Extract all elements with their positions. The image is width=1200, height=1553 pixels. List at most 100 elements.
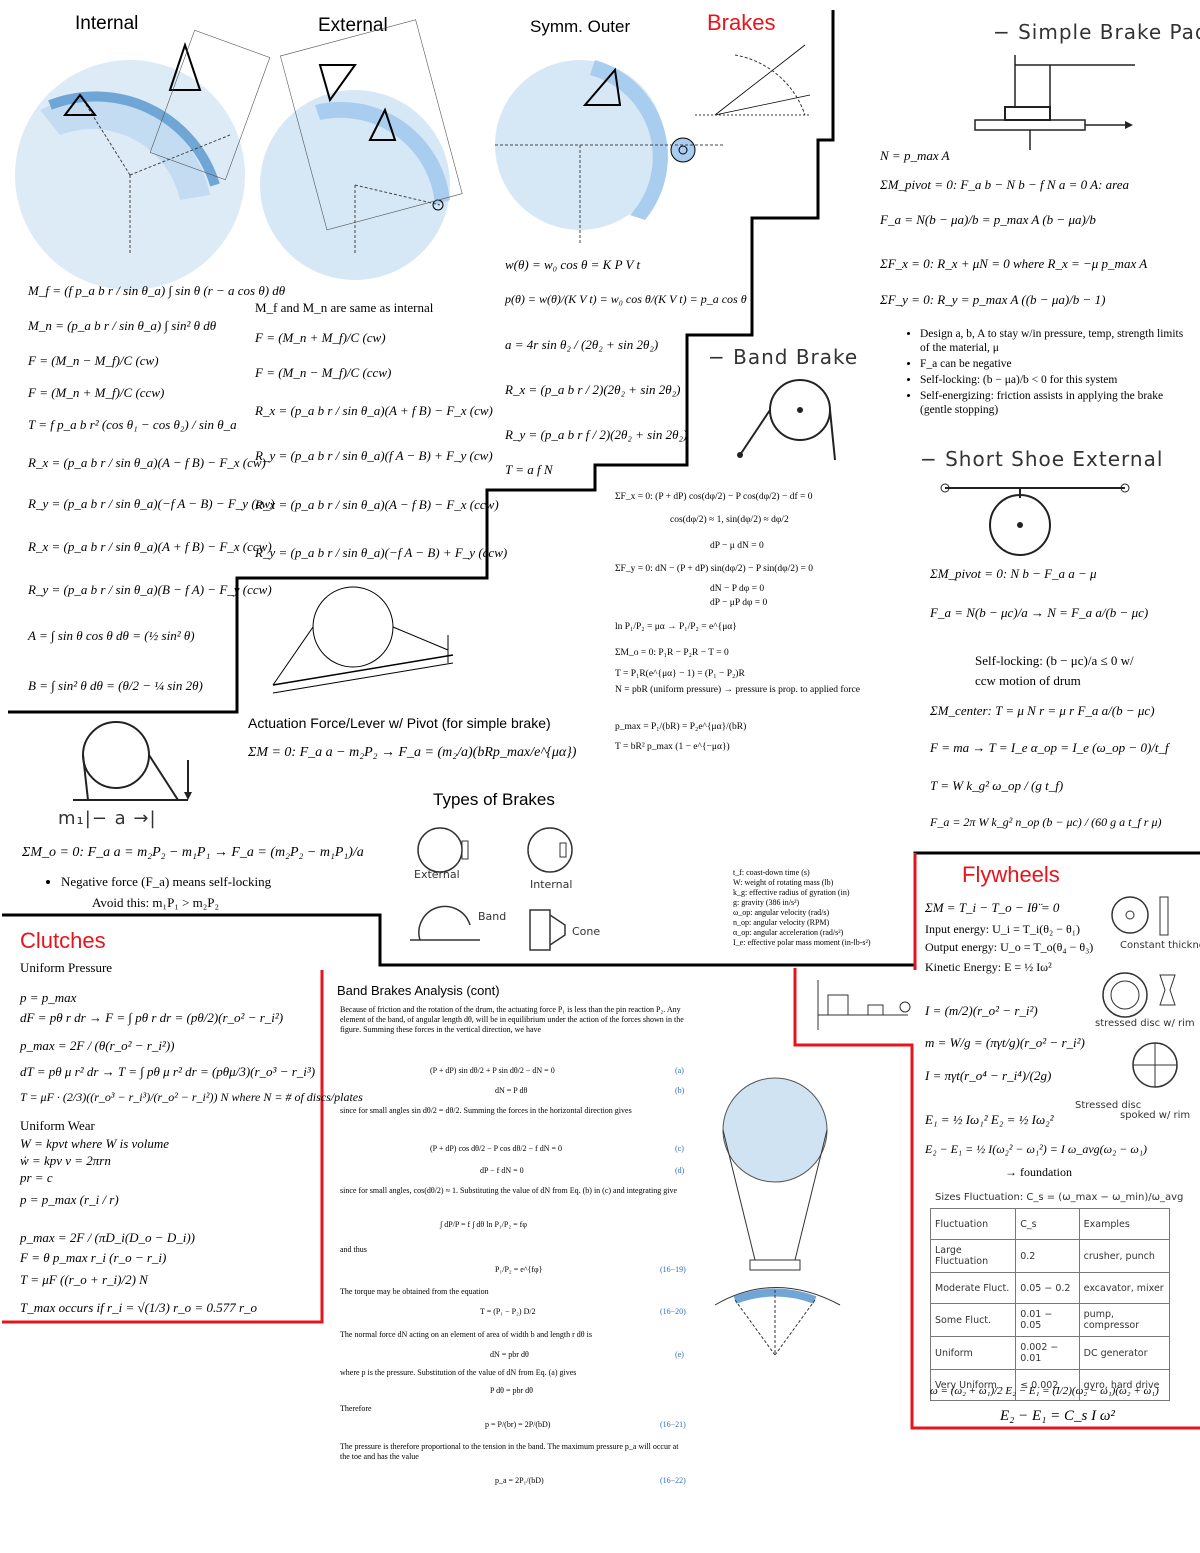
external-eq-rx-ccw: R_x = (p_a b r / sin θ_a)(A − f B) − F_x…: [255, 497, 499, 512]
simple-pad-sketch: [974, 55, 1135, 150]
band-cont-para: Because of friction and the rotation of …: [340, 1005, 684, 1034]
legend-line: k_g: effective radius of gyration (in): [733, 888, 850, 897]
band-cont-eqnum: (16−19): [660, 1265, 686, 1274]
flywheel-eq: E₂ − E₁ = ½ I(ω₂² − ω₁²) = I ω_avg(ω₂ − …: [925, 1142, 1148, 1156]
band-cont-para: Therefore: [340, 1404, 372, 1413]
band-cont-border: [793, 968, 1200, 1430]
table-cell: 0.05 − 0.2: [1015, 1272, 1080, 1304]
table-cell: Uniform: [929, 1336, 1017, 1370]
band-cont-diagram: [714, 1077, 841, 1356]
flywheel-hand-note: stressed disc w/ rim: [1095, 1018, 1195, 1029]
band-cont-para: The pressure is therefore proportional t…: [340, 1442, 679, 1461]
clutch-uw-eq: p = p_max (r_i / r): [20, 1192, 119, 1207]
external-shoe-diagram: [260, 19, 463, 280]
brake-types-sketch: [410, 827, 573, 951]
band-cont-eq: (P + dP) sin dθ/2 + P sin dθ/2 − dN = 0: [430, 1066, 555, 1075]
clutch-up-eq: dT = pθ μ r² dr → T = ∫ pθ μ r² dr = (pθ…: [20, 1064, 316, 1079]
lever-bullet: Negative force (F_a) means self-locking: [61, 875, 271, 889]
symm-eq-rx: R_x = (p_a b r / 2)(2θ₂ + sin 2θ₂): [505, 382, 681, 397]
band-cont-para: The normal force dN acting on an element…: [340, 1330, 592, 1339]
brake-type-band: Band: [478, 910, 507, 923]
short-shoe-eq-t: T = W k_g² ω_op / (g t_f): [930, 778, 1064, 793]
short-shoe-eq-fa: F_a = N(b − μc)/a → N = F_a a/(b − μc): [930, 605, 1149, 620]
symm-eq-torque: T = a f N: [505, 462, 553, 477]
symm-outer-diagram: [495, 60, 725, 245]
simple-pad-eq-fa: F_a = N(b − μa)/b = p_max A (b − μa)/b: [880, 212, 1096, 227]
band-cont-eq: P₁/P₂ = e^{fφ}: [495, 1265, 543, 1274]
short-shoe-ccw: ccw motion of drum: [975, 673, 1081, 688]
short-shoe-sketch: [940, 483, 1130, 556]
band-cont-eqnum: (16−20): [660, 1307, 686, 1316]
table-cell: 0.2: [1015, 1239, 1080, 1273]
simple-pad-bullets: Design a, b, A to stay w/in pressure, te…: [904, 327, 1185, 419]
table-cell: Some Fluct.: [929, 1303, 1017, 1337]
symm-eq-wear: w(θ) = w₀ cos θ = K P V t: [505, 257, 641, 272]
band-eq: cos(dφ/2) ≈ 1, sin(dφ/2) ≈ dφ/2: [670, 515, 789, 525]
band-cont-eq: dN = P dθ: [495, 1086, 528, 1095]
internal-eq-ry-ccw: R_y = (p_a b r / sin θ_a)(B − f A) − F_y…: [28, 582, 272, 597]
external-note: M_f and M_n are same as internal: [255, 300, 434, 315]
symm-eq-a: a = 4r sin θ₂ / (2θ₂ + sin 2θ₂): [505, 337, 659, 352]
brake-type-cone: Cone: [572, 925, 601, 938]
external-header: External: [318, 15, 388, 36]
band-cont-eq: p_a = 2P₁/(bD): [495, 1476, 544, 1485]
internal-eq-torque: T = f p_a b r² (cos θ₁ − cos θ₂) / sin θ…: [28, 417, 237, 432]
internal-eq-a: A = ∫ sin θ cos θ dθ = (½ sin² θ): [28, 628, 195, 643]
clutch-uw-eq: p_max = 2F / (πD_i(D_o − D_i)): [20, 1230, 195, 1245]
flywheel-eq: I = πγt(r_o⁴ − r_i⁴)/(2g): [925, 1068, 1052, 1083]
band-cont-eq: dP − f dN = 0: [480, 1166, 524, 1175]
band-eq: ln P₁/P₂ = μα → P₁/P₂ = e^{μα}: [615, 622, 737, 632]
clutch-border: [2, 970, 324, 1324]
flywheel-hand-note: Stressed disc: [1075, 1100, 1142, 1111]
table-row: Some Fluct. 0.01 − 0.05 pump, compressor: [929, 1303, 1171, 1337]
table-cell: gyro, hard drive: [1078, 1369, 1171, 1401]
flywheel-eq: ΣM = T_i − T_o − Iθ̈ = 0: [925, 900, 1060, 915]
band-cont-eq: dN = pbr dθ: [490, 1350, 529, 1359]
table-cell: 0.002 − 0.01: [1015, 1336, 1080, 1370]
legend-line: t_f: coast-down time (s): [733, 868, 810, 877]
table-cell: Moderate Fluct.: [929, 1272, 1017, 1304]
external-eq-f-cw: F = (M_n + M_f)/C (cw): [255, 330, 386, 345]
clutch-uw-eq: F = θ p_max r_i (r_o − r_i): [20, 1250, 167, 1265]
legend-line: n_op: angular velocity (RPM): [733, 918, 830, 927]
clutch-uw-eq: T_max occurs if r_i = √(1/3) r_o = 0.577…: [20, 1300, 258, 1315]
actuation-eq: ΣM = 0: F_a a − m₂P₂ → F_a = (m₂/a)(bRp_…: [248, 745, 577, 760]
internal-shoe-diagram: [15, 29, 271, 290]
internal-eq-rx-cw: R_x = (p_a b r / sin θ_a)(A − f B) − F_x…: [28, 455, 266, 470]
table-cell: ≤ 0.002: [1015, 1369, 1080, 1401]
band-cont-eq: T = (P₁ − P₂) D/2: [480, 1307, 536, 1316]
band-cont-eqnum: (16−22): [660, 1476, 686, 1485]
band-brake-sketch: [737, 379, 836, 461]
clutch-up-eq: p = p_max: [20, 990, 77, 1005]
band-cont-eqnum: (d): [675, 1166, 685, 1175]
flywheel-eq: I = (m/2)(r_o² − r_i²): [925, 1003, 1038, 1018]
band-eq: p_max = P₁/(bR) = P₂e^{μα}/(bR): [615, 722, 747, 732]
flywheel-eq: Output energy: U_o = T_o(θ₄ − θ₃): [925, 940, 1094, 954]
band-eq: ΣF_x = 0: (P + dP) cos(dφ/2) − P cos(dφ/…: [615, 492, 813, 502]
band-cont-eq: (P + dP) cos dθ/2 − P cos dθ/2 − f dN = …: [430, 1144, 563, 1153]
internal-eq-f-cw: F = (M_n − M_f)/C (cw): [28, 353, 159, 368]
band-brake-title: − Band Brake: [708, 345, 859, 369]
table-row: Very Uniform ≤ 0.002 gyro, hard drive: [929, 1369, 1171, 1401]
table-cell: 0.01 − 0.05: [1015, 1303, 1080, 1337]
symm-eq-pressure: p(θ) = w(θ)/(K V t) = w₀ cos θ/(K V t) =…: [505, 292, 747, 306]
band-cont-header: Band Brakes Analysis (cont): [337, 983, 500, 998]
actuation-title: Actuation Force/Lever w/ Pivot (for simp…: [248, 715, 551, 731]
lever-diagram: [272, 586, 454, 694]
band-cont-para: where p is the pressure. Substitution of…: [340, 1368, 577, 1377]
internal-eq-b: B = ∫ sin² θ dθ = (θ/2 − ¼ sin 2θ): [28, 678, 203, 693]
brakes-angle-diagram: [695, 44, 811, 116]
internal-eq-ry-cw: R_y = (p_a b r / sin θ_a)(−f A − B) − F_…: [28, 496, 275, 511]
band-cont-eqnum: (c): [675, 1144, 684, 1153]
lever-bullets: Negative force (F_a) means self-locking: [45, 875, 271, 891]
fluctuation-table: Fluctuation C_s Examples Large Fluctuati…: [929, 1208, 1171, 1401]
band-cont-eqnum: (16−21): [660, 1420, 686, 1429]
table-cell: crusher, punch: [1078, 1239, 1171, 1273]
legend-line: I_e: effective polar mass moment (in-lb-…: [733, 938, 871, 947]
band-cont-para: The torque may be obtained from the equa…: [340, 1287, 489, 1296]
clutch-up-eq: T = μF · (2/3)((r_o³ − r_i³)/(r_o² − r_i…: [20, 1090, 363, 1104]
internal-eq-mn: M_n = (p_a b r / sin θ_a) ∫ sin² θ dθ: [28, 318, 217, 333]
band-eq: ΣF_y = 0: dN − (P + dP) sin(dφ/2) − P si…: [615, 564, 814, 574]
legend-line: W: weight of rotating mass (lb): [733, 878, 834, 887]
